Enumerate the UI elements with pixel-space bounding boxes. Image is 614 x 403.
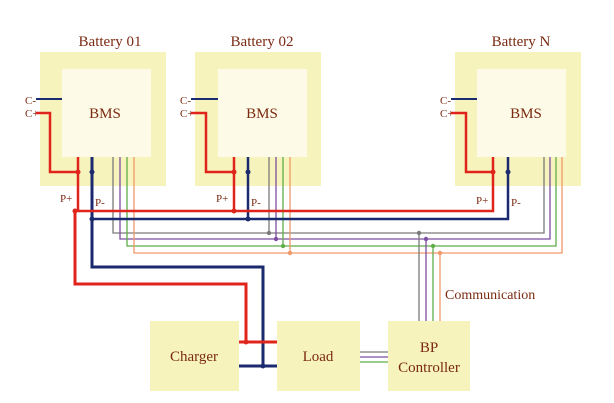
- junction-dot: [245, 169, 251, 175]
- bp-controller: BP Controller: [388, 321, 470, 391]
- junction-dot: [260, 363, 266, 369]
- load-box: [277, 321, 360, 391]
- junction-dot: [231, 169, 237, 175]
- bp-controller-box: [388, 321, 470, 391]
- junction-dot: [89, 169, 95, 175]
- junction-dot: [430, 243, 436, 249]
- junction-dot: [72, 208, 78, 214]
- junction-dot: [243, 339, 249, 345]
- battery-01-bms-box: [62, 69, 151, 157]
- battery-n: Battery N BMS C- C+ P+ P-: [440, 34, 581, 209]
- bp-controller-label-line1: BP: [420, 340, 438, 356]
- battery-02-cminus-label: C-: [180, 95, 191, 107]
- battery-01-cplus-wire: [36, 111, 80, 174]
- positive-bus-line: [76, 172, 495, 213]
- comm-wire-gray: [112, 157, 545, 234]
- battery-n-title: Battery N: [492, 34, 551, 50]
- battery-n-cplus-wire: [451, 111, 495, 174]
- battery-01-pminus-label: P-: [95, 197, 105, 209]
- load-label: Load: [303, 349, 334, 365]
- load: Load: [277, 321, 360, 391]
- battery-02-cplus-label: C+: [180, 108, 194, 120]
- comm-wire-orange: [133, 157, 563, 254]
- positive-bus: [73, 172, 495, 344]
- battery-01-cplus-label: C+: [25, 108, 39, 120]
- junction-dot: [89, 216, 95, 222]
- battery-02-cplus-wire: [191, 111, 236, 174]
- battery-01: Battery 01 BMS C- C+ P+ P-: [25, 34, 166, 209]
- junction-dot: [437, 250, 443, 256]
- comm-wire-purple: [119, 157, 551, 240]
- junction-dot: [287, 250, 293, 256]
- battery-n-bms-label: BMS: [510, 106, 542, 122]
- battery-02-bms-box: [218, 69, 307, 157]
- battery-n-pminus-label: P-: [511, 197, 521, 209]
- battery-n-cplus-label: C+: [440, 108, 454, 120]
- battery-02-pplus-label: P+: [216, 193, 228, 205]
- battery-n-pplus-label: P+: [476, 195, 488, 207]
- battery-02-title: Battery 02: [231, 34, 294, 50]
- negative-bus-line: [92, 157, 510, 221]
- charger: Charger: [150, 321, 239, 391]
- battery-01-title: Battery 01: [79, 34, 142, 50]
- battery-02-pminus-label: P-: [251, 197, 261, 209]
- junction-dot: [75, 169, 81, 175]
- battery-n-cminus-label: C-: [440, 95, 451, 107]
- battery-02: Battery 02 BMS C- C+ P+ P-: [180, 34, 321, 209]
- charger-label: Charger: [170, 349, 218, 365]
- junction-dot: [490, 169, 496, 175]
- bp-controller-label-line2: Controller: [398, 360, 460, 376]
- communication-label: Communication: [445, 288, 535, 303]
- charger-box: [150, 321, 239, 391]
- junction-dot: [416, 230, 422, 236]
- junction-dots: [72, 169, 511, 369]
- cell-connection-wires: [36, 98, 495, 174]
- battery-01-cminus-label: C-: [25, 95, 36, 107]
- junction-dot: [273, 236, 279, 242]
- wires: [36, 98, 563, 368]
- battery-n-bms-box: [477, 69, 566, 157]
- junction-dot: [266, 230, 272, 236]
- junction-dot: [423, 236, 429, 242]
- battery-02-bms-label: BMS: [246, 106, 278, 122]
- communication-wires: [112, 157, 563, 363]
- junction-dot: [505, 169, 511, 175]
- junction-dot: [245, 216, 251, 222]
- battery-01-pplus-label: P+: [60, 193, 72, 205]
- comm-wire-green: [126, 157, 557, 247]
- junction-dot: [231, 208, 237, 214]
- battery-01-bms-label: BMS: [89, 106, 121, 122]
- junction-dot: [280, 243, 286, 249]
- negative-bus: [90, 157, 510, 368]
